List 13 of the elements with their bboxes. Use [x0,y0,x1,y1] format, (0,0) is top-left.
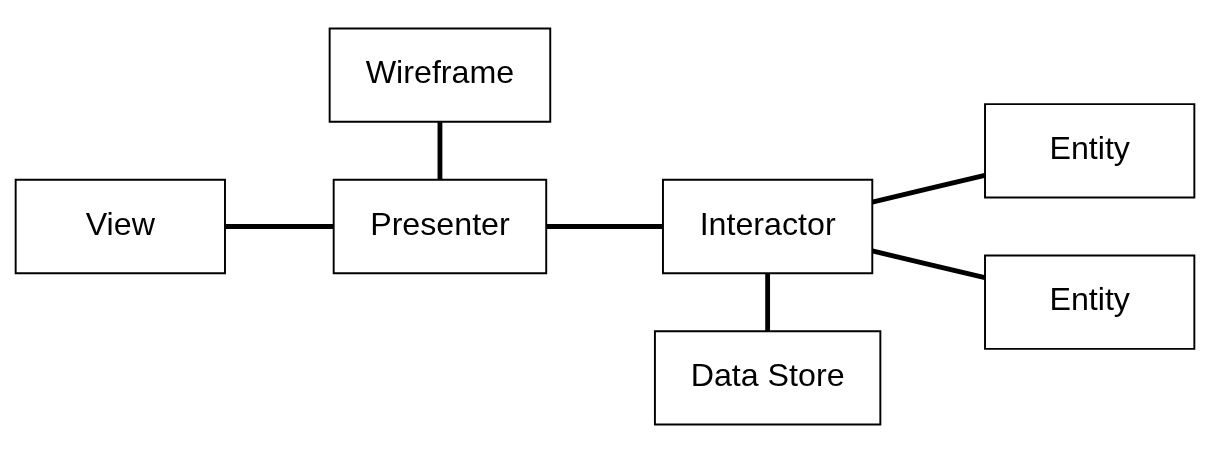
connector [437,122,443,180]
node-box: Presenter [332,178,548,275]
node-box: Interactor [662,178,874,275]
connector [225,224,334,229]
connector [871,172,986,205]
node-box: Data Store [653,330,882,426]
node-box: Entity [984,254,1196,350]
node-box: Wireframe [328,27,552,123]
connector [546,224,663,229]
connector [871,248,986,281]
node-box: View [14,178,226,275]
node-box: Entity [984,103,1196,199]
connector [765,273,771,332]
